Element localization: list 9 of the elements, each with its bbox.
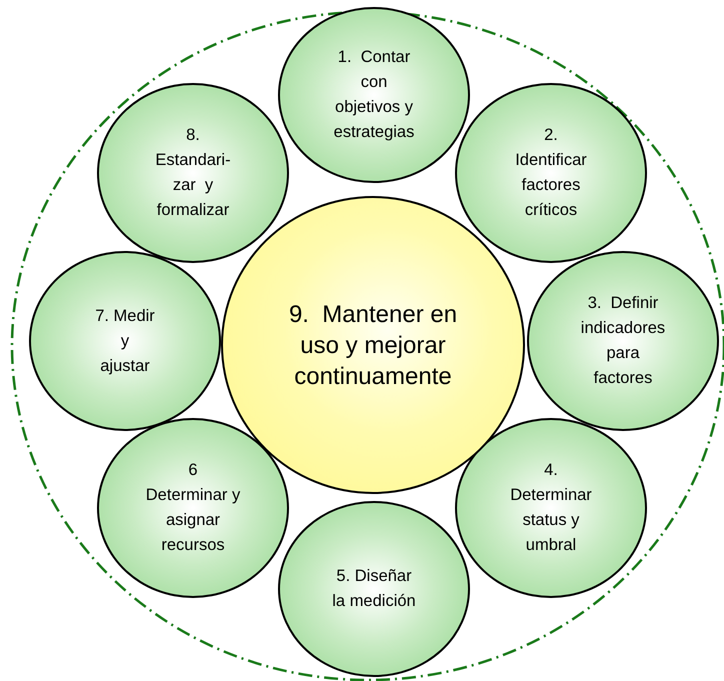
- step-label: 4. Determinar status y umbral: [509, 460, 593, 556]
- step-label: 5. Diseñar la medición: [331, 566, 417, 612]
- step-label: 8. Estandari- zar y formalizar: [154, 125, 232, 221]
- step-label: 6 Determinar y asignar recursos: [146, 460, 240, 556]
- step-label: 3. Definir indicadores para factores: [580, 293, 666, 389]
- step-label: 7. Medir y ajustar: [94, 306, 156, 376]
- step-label: 1. Contar con objetivos y estrategias: [332, 47, 416, 143]
- step-label: 2. Identificar factores críticos: [514, 125, 588, 221]
- step-label: 9. Mantener en uso y mejorar continuamente: [288, 300, 458, 392]
